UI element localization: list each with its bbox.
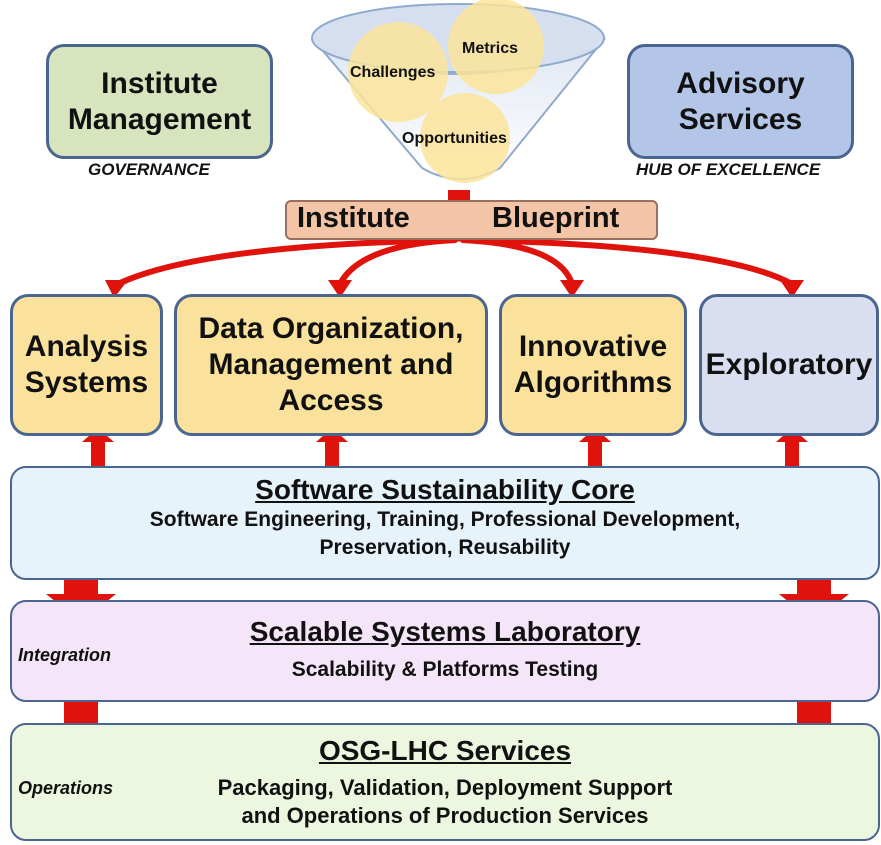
institute-blueprint-bar (285, 200, 658, 240)
curve-to-algorithms (460, 237, 575, 287)
osg-title: OSG-LHC Services (318, 735, 572, 766)
focus-algorithms-line1: Innovative (518, 330, 668, 363)
osg-subtitle-2: and Operations of Production Services (241, 803, 649, 828)
advisory-services-line2: Services (678, 102, 803, 136)
operations-label: Operations (18, 778, 114, 798)
curve-to-analysis (115, 237, 458, 287)
advisory-services-line1: Advisory (676, 66, 805, 100)
focus-data-line1: Data Organization, (198, 312, 464, 345)
focus-innovative-algorithms: Innovative Algorithms (499, 294, 687, 436)
focus-exploratory-line1: Exploratory (705, 348, 873, 381)
core-subtitle-2: Preservation, Reusability (319, 536, 571, 559)
core-title: Software Sustainability Core (255, 474, 635, 505)
lab-title: Scalable Systems Laboratory (249, 616, 641, 647)
curve-head-data (328, 280, 352, 298)
curve-head-algorithms (560, 280, 584, 298)
focus-data-organization: Data Organization, Management and Access (174, 294, 488, 436)
scalable-systems-laboratory: Scalable Systems Laboratory Scalability … (10, 600, 880, 702)
funnel-label-opportunities: Opportunities (402, 130, 507, 147)
bubble-challenges (348, 22, 448, 122)
curve-head-exploratory (780, 280, 804, 298)
institute-management-line1: Institute (101, 66, 218, 100)
core-subtitle-1: Software Engineering, Training, Professi… (149, 508, 741, 531)
institute-management-line2: Management (67, 102, 252, 136)
advisory-services-box: Advisory Services (627, 44, 854, 159)
hub-of-excellence-tag: HUB OF EXCELLENCE (636, 160, 821, 179)
osg-subtitle-1: Packaging, Validation, Deployment Suppor… (217, 775, 673, 800)
institute-management-box: Institute Management (46, 44, 273, 159)
focus-analysis-line1: Analysis (24, 330, 149, 363)
bubble-metrics (448, 0, 544, 94)
blueprint-word-blueprint: Blueprint (492, 202, 620, 234)
funnel-label-metrics: Metrics (462, 40, 519, 57)
bubble-opportunities (420, 93, 510, 183)
curve-head-analysis (105, 280, 128, 298)
focus-data-line2: Management and (208, 348, 454, 381)
focus-algorithms-line2: Algorithms (513, 366, 673, 399)
curve-to-data (337, 237, 458, 287)
focus-analysis-line2: Systems (24, 366, 149, 399)
blueprint-word-institute: Institute (297, 202, 410, 234)
lab-subtitle: Scalability & Platforms Testing (291, 658, 599, 681)
funnel-label-challenges: Challenges (350, 64, 436, 81)
focus-exploratory: Exploratory (699, 294, 879, 436)
osg-lhc-services: OSG-LHC Services Packaging, Validation, … (10, 723, 880, 841)
curve-to-exploratory (460, 237, 795, 287)
integration-label: Integration (18, 645, 111, 665)
software-sustainability-core: Software Sustainability Core Software En… (10, 466, 880, 580)
focus-analysis-systems: Analysis Systems (10, 294, 163, 436)
governance-tag: GOVERNANCE (88, 160, 210, 179)
focus-data-line3: Access (278, 384, 384, 417)
